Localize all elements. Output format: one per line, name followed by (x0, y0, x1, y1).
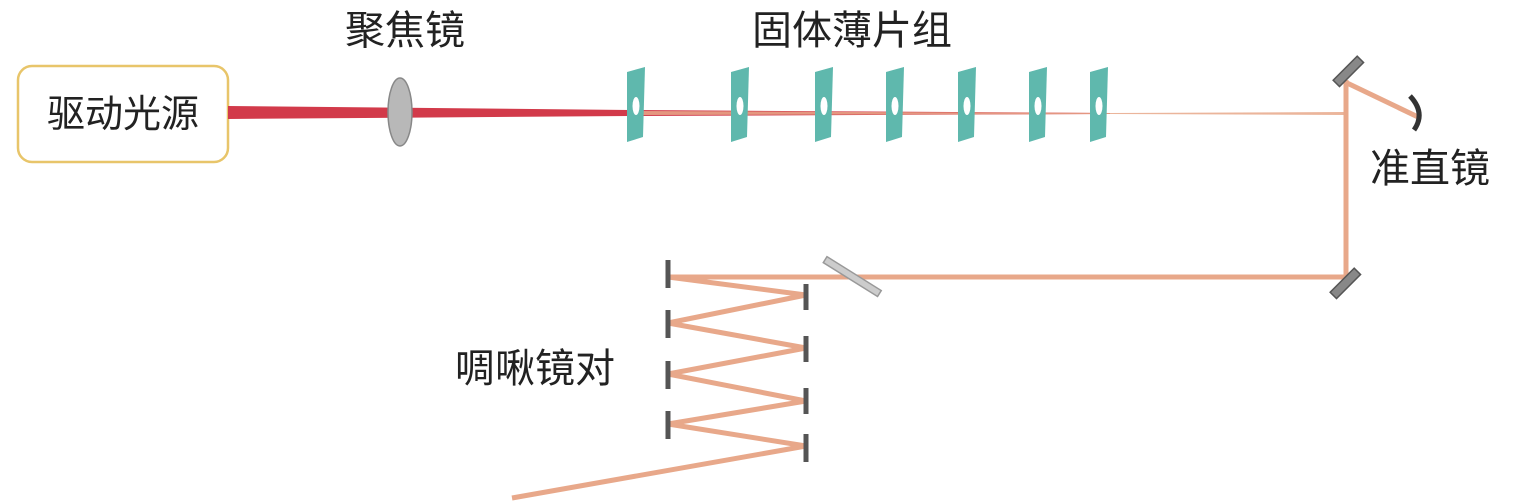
thin-disk (1090, 67, 1108, 142)
collimator-mirror (1408, 94, 1422, 132)
thin-disk-group (627, 67, 1108, 142)
collimator-label: 准直镜 (1370, 146, 1490, 192)
focus-lens (387, 77, 413, 147)
drive-beam-fade (630, 111, 1345, 115)
fold-mirror-upper (1332, 55, 1365, 88)
beam-splitter (822, 255, 883, 298)
chirped-mirror-pair (665, 260, 809, 462)
chirped-mirror-pair-label: 啁啾镜对 (455, 346, 615, 392)
thin-disk (627, 67, 645, 142)
thin-disk (815, 67, 833, 142)
thin-disk (1029, 67, 1047, 142)
thin-disk (958, 67, 976, 142)
source-label: 驱动光源 (47, 92, 199, 136)
thin-disk-group-label: 固体薄片组 (752, 8, 952, 54)
thin-disk (886, 67, 904, 142)
thin-disk (731, 67, 749, 142)
fold-mirror-lower (1329, 267, 1362, 300)
focus-lens-label: 聚焦镜 (345, 8, 465, 54)
drive-light-source: 驱动光源 (16, 64, 230, 164)
output-beam (511, 79, 1420, 501)
